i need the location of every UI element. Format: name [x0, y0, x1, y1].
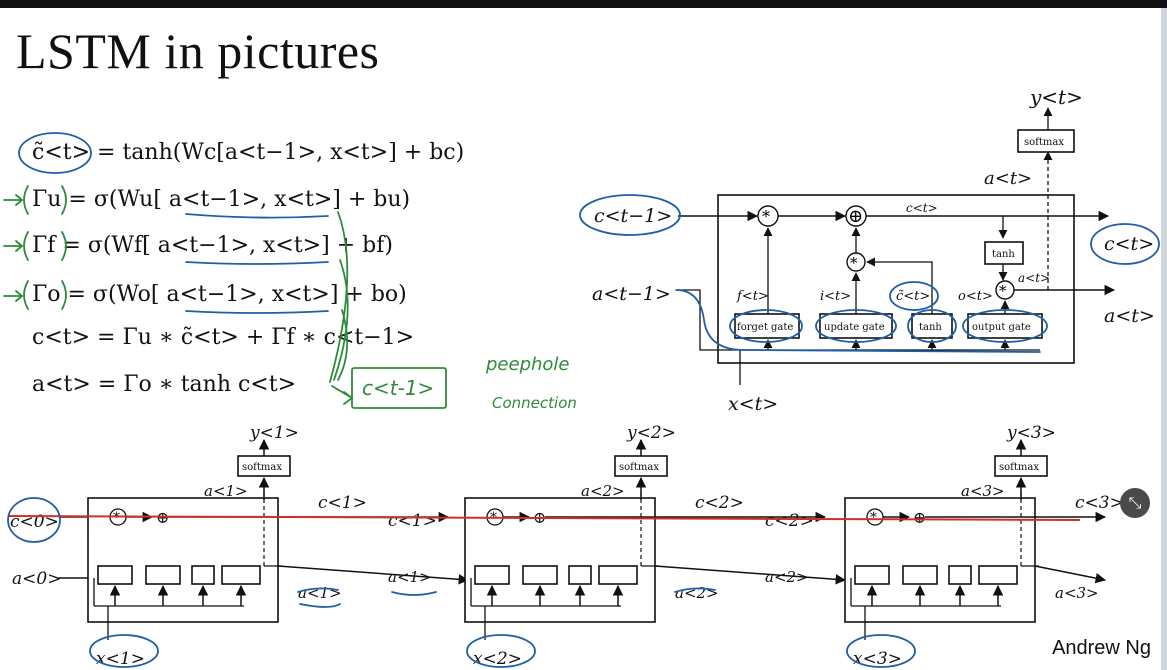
ink-circle-x — [466, 634, 536, 668]
gate-output — [967, 313, 1043, 339]
cell-label-a-out: a<t> — [1104, 305, 1155, 327]
chain-add-symbol: ⊕ — [913, 508, 926, 527]
chain-label-y: y<3> — [1006, 423, 1056, 443]
chain-label-a-hand: a<2> — [765, 568, 809, 586]
chain-multiply-symbol: * — [113, 510, 120, 526]
zoom-corner-icon[interactable]: ⤡ — [1120, 488, 1150, 518]
cell-label-y: y<t> — [1029, 85, 1083, 109]
gate-tanh — [911, 313, 953, 339]
chain-gate-box — [978, 565, 1018, 585]
cell-tanh-box — [984, 241, 1024, 265]
chain-gate-box — [474, 565, 510, 585]
chain-gate-box — [522, 565, 558, 585]
chain-label-x: x<3> — [853, 649, 902, 669]
chain-label-x: x<1> — [96, 649, 145, 669]
chain-multiply-symbol: * — [870, 510, 877, 526]
gate-forget — [734, 313, 800, 339]
chain-label-a-up: a<3> — [961, 482, 1005, 500]
chain-label-c-out: c<2> — [695, 493, 744, 513]
cell-label-a-up: a<t> — [984, 168, 1032, 189]
svg-text:*: * — [850, 254, 858, 272]
top-bar — [0, 0, 1167, 8]
equation-activation: a<t> = Γo ∗ tanh c<t> — [32, 372, 297, 397]
cell-label-i: i<t> — [820, 289, 851, 304]
chain-label-a0: a<0> — [12, 569, 61, 589]
chain-gate-box — [221, 565, 261, 585]
chain-gate-box — [568, 565, 592, 585]
gate-tanh-label: tanh — [919, 322, 942, 333]
cell-label-a-small: a<t> — [1018, 271, 1050, 285]
ink-underline-chain-2 — [391, 591, 437, 596]
chain-softmax-label: softmax — [619, 462, 659, 473]
cell-tanh-label: tanh — [992, 249, 1015, 260]
red-ink-line — [7, 515, 1081, 521]
chain-gate-box — [948, 565, 972, 585]
gate-update — [819, 313, 893, 339]
ink-underline-chain — [299, 603, 341, 608]
ink-underline-a — [297, 587, 339, 593]
equation-forget-gate: Γf = σ(Wf[ a<t−1>, x<t>] + bf) — [32, 233, 393, 258]
cell-softmax-box — [1017, 129, 1075, 153]
chain-softmax-label: softmax — [999, 462, 1039, 473]
cell-label-a-prev: a<t−1> — [592, 283, 671, 305]
slide-title: LSTM in pictures — [16, 23, 380, 79]
chain-gate-box — [145, 565, 181, 585]
chain-label-a-hand: a<1> — [388, 568, 432, 586]
cell-label-f: f<t> — [736, 289, 769, 304]
chain-label-c-hand: c<1> — [388, 511, 437, 531]
chain-gate-box — [902, 565, 938, 585]
equation-candidate-cell: c̃<t> = tanh(Wc[a<t−1>, x<t>] + bc) — [32, 140, 465, 165]
equation-update-gate: Γu = σ(Wu[ a<t−1>, x<t>] + bu) — [32, 187, 411, 212]
equation-output-gate: Γo = σ(Wo[ a<t−1>, x<t>] + bo) — [32, 282, 407, 307]
equation-annotations — [3, 132, 447, 409]
chain-gate-box — [97, 565, 133, 585]
slide-author: Andrew Ng — [1052, 637, 1151, 659]
ink-circle-c0 — [7, 497, 61, 543]
ink-circle-x — [846, 634, 916, 668]
cell-label-c-prev: c<t−1> — [594, 205, 672, 227]
cell-label-o: o<t> — [958, 289, 993, 304]
chain-label-a-up: a<2> — [581, 482, 625, 500]
chain-gate-box — [191, 565, 215, 585]
annotation-peephole: peephole — [485, 354, 570, 375]
chain-arrow-a-out — [654, 565, 847, 585]
chain-label-a-out: a<3> — [1055, 584, 1099, 602]
gate-update-label: update gate — [824, 322, 885, 333]
chain-gate-box — [598, 565, 638, 585]
chain-label-a-up: a<1> — [204, 482, 248, 500]
add-symbol: ⊕ — [848, 206, 863, 227]
right-edge-strip — [1161, 8, 1167, 670]
cell-label-c-out: c<t> — [1104, 233, 1154, 255]
gate-forget-label: forget gate — [737, 322, 793, 333]
multiply-symbol: * — [762, 207, 770, 226]
svg-text:*: * — [999, 282, 1007, 300]
chain-label-y: y<1> — [249, 423, 299, 443]
chain-gate-box — [854, 565, 890, 585]
cell-softmax-label: softmax — [1024, 137, 1064, 148]
cell-label-x: x<t> — [728, 393, 778, 415]
ink-underline-a — [674, 587, 716, 593]
chain-label-c-hand: c<2> — [765, 511, 814, 531]
equation-cell-state: c<t> = Γu ∗ c̃<t> + Γf ∗ c<t−1> — [32, 325, 415, 350]
chain-arrow-a-out — [1034, 565, 1107, 584]
chain-label-c-out: c<3> — [1075, 493, 1124, 513]
chain-label-c0: c<0> — [10, 512, 59, 532]
chain-arrow-a-out — [277, 565, 470, 585]
chain-label-a-out: a<2> — [675, 584, 719, 602]
chain-softmax-label: softmax — [242, 462, 282, 473]
annotation-connection: Connection — [492, 394, 577, 412]
chain-label-c-out: c<1> — [318, 493, 367, 513]
ink-circle-x — [89, 634, 159, 668]
chain-label-y: y<2> — [626, 423, 676, 443]
gate-output-label: output gate — [972, 322, 1031, 333]
lstm-cell-diagram: * ⊕ tanh * softmax * forget gate update … — [579, 107, 1160, 385]
cell-label-ctilde: c̃<t> — [896, 289, 930, 304]
chain-label-x: x<2> — [473, 649, 522, 669]
chain-label-a-out: a<1> — [298, 584, 342, 602]
unrolled-chain: c<0> a<0> * ⊕ softmax y<1> a<1> c<1> a<1> x<1> c<1… — [10, 423, 1124, 669]
annotation-boxed-state: c<t-1> — [362, 376, 434, 400]
cell-label-c-top: c<t> — [906, 201, 938, 215]
